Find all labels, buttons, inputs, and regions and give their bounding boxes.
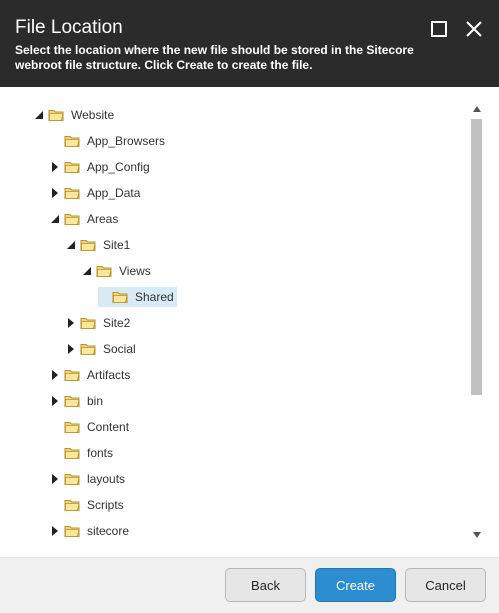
- tree-node[interactable]: Scripts: [50, 495, 127, 515]
- maximize-icon: [431, 21, 447, 37]
- folder-icon: [64, 420, 80, 434]
- toggle-spacer: [98, 291, 108, 303]
- collapsed-arrow-icon[interactable]: [66, 317, 76, 329]
- scroll-down-arrow[interactable]: [470, 529, 483, 541]
- tree-node[interactable]: layouts: [50, 469, 128, 489]
- tree-node[interactable]: Shared: [98, 287, 177, 307]
- tree-node[interactable]: Site2: [66, 313, 133, 333]
- scroll-up-arrow[interactable]: [470, 103, 483, 115]
- tree-node-label: Scripts: [87, 498, 124, 512]
- tree-node[interactable]: fonts: [50, 443, 116, 463]
- folder-icon: [48, 108, 64, 122]
- expanded-arrow-icon[interactable]: [50, 213, 60, 225]
- toggle-spacer: [50, 499, 60, 511]
- toggle-spacer: [50, 135, 60, 147]
- tree-node[interactable]: App_Data: [50, 183, 143, 203]
- close-button[interactable]: [464, 19, 484, 39]
- tree-node-label: layouts: [87, 472, 126, 486]
- tree-node[interactable]: Content: [50, 417, 132, 437]
- folder-icon: [112, 290, 128, 304]
- folder-icon: [64, 134, 80, 148]
- tree-node-label: Site2: [103, 316, 131, 330]
- create-button[interactable]: Create: [315, 568, 396, 602]
- dialog-footer: Back Create Cancel: [0, 557, 499, 613]
- tree-node[interactable]: bin: [50, 391, 106, 411]
- folder-icon: [64, 394, 80, 408]
- folder-icon: [64, 524, 80, 538]
- tree-node-label: App_Data: [87, 186, 141, 200]
- folder-icon: [64, 498, 80, 512]
- folder-icon: [64, 186, 80, 200]
- tree-node-label: Social: [103, 342, 136, 356]
- cancel-button[interactable]: Cancel: [405, 568, 486, 602]
- folder-icon: [64, 212, 80, 226]
- folder-icon: [64, 368, 80, 382]
- folder-icon: [64, 160, 80, 174]
- folder-icon: [64, 446, 80, 460]
- back-button[interactable]: Back: [225, 568, 306, 602]
- tree-node[interactable]: App_Config: [50, 157, 153, 177]
- tree-node-label: Shared: [132, 288, 177, 306]
- folder-icon: [80, 342, 96, 356]
- folder-icon: [96, 264, 112, 278]
- collapsed-arrow-icon[interactable]: [50, 187, 60, 199]
- collapsed-arrow-icon[interactable]: [66, 343, 76, 355]
- dialog-title: File Location: [15, 17, 123, 38]
- scroll-thumb[interactable]: [471, 119, 482, 395]
- tree-node[interactable]: App_Browsers: [50, 131, 168, 151]
- tree-node[interactable]: sitecore: [50, 521, 132, 541]
- collapsed-arrow-icon[interactable]: [50, 525, 60, 537]
- toggle-spacer: [50, 447, 60, 459]
- tree-node-label: Areas: [87, 212, 119, 226]
- tree-node-label: App_Browsers: [87, 134, 166, 148]
- collapsed-arrow-icon[interactable]: [50, 395, 60, 407]
- tree-node[interactable]: Views: [82, 261, 154, 281]
- close-icon: [466, 21, 482, 37]
- tree-node-label: Artifacts: [87, 368, 131, 382]
- tree-node[interactable]: Website: [34, 105, 117, 125]
- tree-node[interactable]: Areas: [50, 209, 121, 229]
- collapsed-arrow-icon[interactable]: [50, 161, 60, 173]
- tree-node-label: fonts: [87, 446, 114, 460]
- tree-node-label: Views: [119, 264, 151, 278]
- tree-node[interactable]: Site1: [66, 235, 133, 255]
- arrow-down-icon: [472, 532, 481, 538]
- collapsed-arrow-icon[interactable]: [50, 473, 60, 485]
- expanded-arrow-icon[interactable]: [34, 109, 44, 121]
- tree-node[interactable]: Artifacts: [50, 365, 133, 385]
- toggle-spacer: [50, 421, 60, 433]
- dialog-description: Select the location where the new file s…: [15, 43, 414, 72]
- tree-node-label: App_Config: [87, 160, 150, 174]
- tree-scrollbar[interactable]: [470, 103, 483, 541]
- collapsed-arrow-icon[interactable]: [50, 369, 60, 381]
- tree-node[interactable]: Social: [66, 339, 139, 359]
- expanded-arrow-icon[interactable]: [66, 239, 76, 251]
- tree-node-label: bin: [87, 394, 104, 408]
- maximize-button[interactable]: [429, 19, 449, 39]
- arrow-up-icon: [472, 106, 481, 112]
- tree-node-label: Content: [87, 420, 130, 434]
- expanded-arrow-icon[interactable]: [82, 265, 92, 277]
- tree-node-label: sitecore: [87, 524, 130, 538]
- folder-icon: [80, 316, 96, 330]
- folder-icon: [64, 472, 80, 486]
- dialog-header: File Location Select the location where …: [0, 0, 499, 87]
- tree-node-label: Website: [71, 108, 115, 122]
- folder-icon: [80, 238, 96, 252]
- tree-node-label: Site1: [103, 238, 131, 252]
